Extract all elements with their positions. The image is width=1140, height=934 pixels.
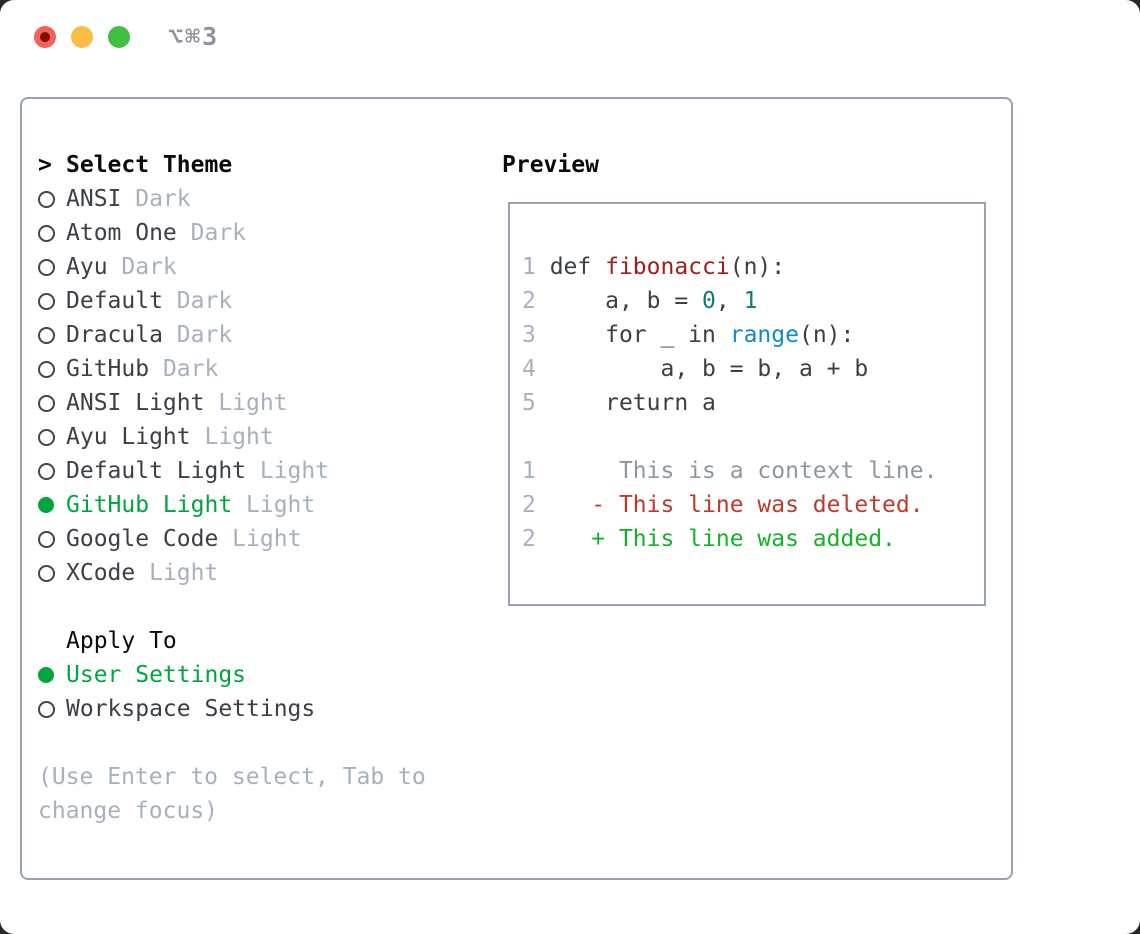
apply-to-list: User Settings Workspace Settings — [38, 658, 426, 726]
theme-column: > Select Theme ANSI Dark Atom One Dark A… — [38, 148, 426, 828]
variant-label: Light — [190, 424, 274, 450]
window-title: ⌥⌘3 — [168, 22, 220, 51]
close-button[interactable] — [34, 26, 56, 48]
apply-to-header: Apply To — [38, 624, 426, 658]
variant-label: Light — [232, 492, 316, 518]
radio-icon — [38, 428, 55, 446]
theme-option[interactable]: Dracula Dark — [38, 318, 426, 352]
option-label: ANSI — [66, 186, 122, 212]
diff-line: 2 + This line was added. — [522, 526, 896, 552]
diff-line: 1 This is a context line. — [522, 458, 938, 484]
option-label: Atom One — [66, 220, 177, 246]
radio-icon — [38, 326, 55, 344]
theme-option[interactable]: XCode Light — [38, 556, 426, 590]
radio-icon — [38, 258, 55, 276]
radio-icon — [38, 667, 54, 683]
theme-picker-panel: > Select Theme ANSI Dark Atom One Dark A… — [20, 97, 1013, 880]
diff-block: 1 This is a context line. 2 - This line … — [522, 454, 984, 556]
option-label: Ayu — [66, 254, 108, 280]
prompt-icon: > — [38, 152, 52, 178]
theme-option[interactable]: Default Light Light — [38, 454, 426, 488]
option-label: ANSI Light — [66, 390, 205, 416]
preview-header: Preview — [502, 152, 599, 178]
code-line: 3 for _ in range(n): — [522, 322, 855, 348]
radio-icon — [38, 292, 55, 310]
theme-option[interactable]: ANSI Light Light — [38, 386, 426, 420]
titlebar: ⌥⌘3 — [0, 0, 1140, 97]
spacer — [38, 590, 426, 624]
code-block: 1 def fibonacci(n): 2 a, b = 0, 1 3 for … — [522, 250, 984, 420]
variant-label: Dark — [162, 322, 233, 348]
radio-icon — [38, 564, 55, 582]
radio-icon — [38, 462, 55, 480]
option-label: GitHub Light — [66, 492, 233, 518]
close-dot-icon — [40, 32, 50, 42]
radio-icon — [38, 394, 55, 412]
option-label: Dracula — [66, 322, 163, 348]
option-label: GitHub — [66, 356, 150, 382]
option-label: Workspace Settings — [66, 696, 316, 722]
variant-label: Light — [204, 390, 288, 416]
option-label: Default Light — [66, 458, 247, 484]
option-label: Default — [66, 288, 163, 314]
select-theme-label: Select Theme — [66, 152, 233, 178]
variant-label: Dark — [149, 356, 219, 382]
radio-icon — [38, 497, 54, 513]
theme-option[interactable]: Google Code Light — [38, 522, 426, 556]
variant-label: Light — [246, 458, 330, 484]
theme-option[interactable]: Ayu Dark — [38, 250, 426, 284]
radio-icon — [38, 700, 55, 718]
select-theme-header: > Select Theme — [38, 148, 426, 182]
variant-label: Light — [218, 526, 302, 552]
option-label: User Settings — [66, 662, 247, 688]
variant-label: Dark — [121, 186, 191, 212]
minimize-button[interactable] — [71, 26, 93, 48]
traffic-lights — [34, 26, 130, 48]
code-line: 1 def fibonacci(n): — [522, 254, 786, 280]
apply-to-label: Apply To — [66, 628, 177, 654]
theme-option[interactable]: GitHub Dark — [38, 352, 426, 386]
radio-icon — [38, 224, 55, 242]
option-label: Ayu Light — [66, 424, 191, 450]
option-label: Google Code — [66, 526, 219, 552]
radio-icon — [38, 530, 55, 548]
preview-box: 1 def fibonacci(n): 2 a, b = 0, 1 3 for … — [508, 202, 986, 606]
variant-label: Dark — [176, 220, 247, 246]
theme-option[interactable]: Atom One Dark — [38, 216, 426, 250]
theme-list: ANSI Dark Atom One Dark Ayu Dark Default… — [38, 182, 426, 590]
option-label: XCode — [66, 560, 136, 586]
variant-label: Light — [135, 560, 219, 586]
variant-label: Dark — [162, 288, 233, 314]
code-line: 4 a, b = b, a + b — [522, 356, 869, 382]
code-line: 2 a, b = 0, 1 — [522, 288, 758, 314]
apply-to-option[interactable]: Workspace Settings — [38, 692, 426, 726]
apply-to-option[interactable]: User Settings — [38, 658, 426, 692]
variant-label: Dark — [107, 254, 177, 280]
theme-option[interactable]: Ayu Light Light — [38, 420, 426, 454]
theme-option[interactable]: GitHub Light Light — [38, 488, 426, 522]
radio-icon — [38, 190, 55, 208]
theme-option[interactable]: ANSI Dark — [38, 182, 426, 216]
code-line: 5 return a — [522, 390, 716, 416]
diff-line: 2 - This line was deleted. — [522, 492, 924, 518]
radio-icon — [38, 360, 55, 378]
theme-option[interactable]: Default Dark — [38, 284, 426, 318]
zoom-button[interactable] — [108, 26, 130, 48]
